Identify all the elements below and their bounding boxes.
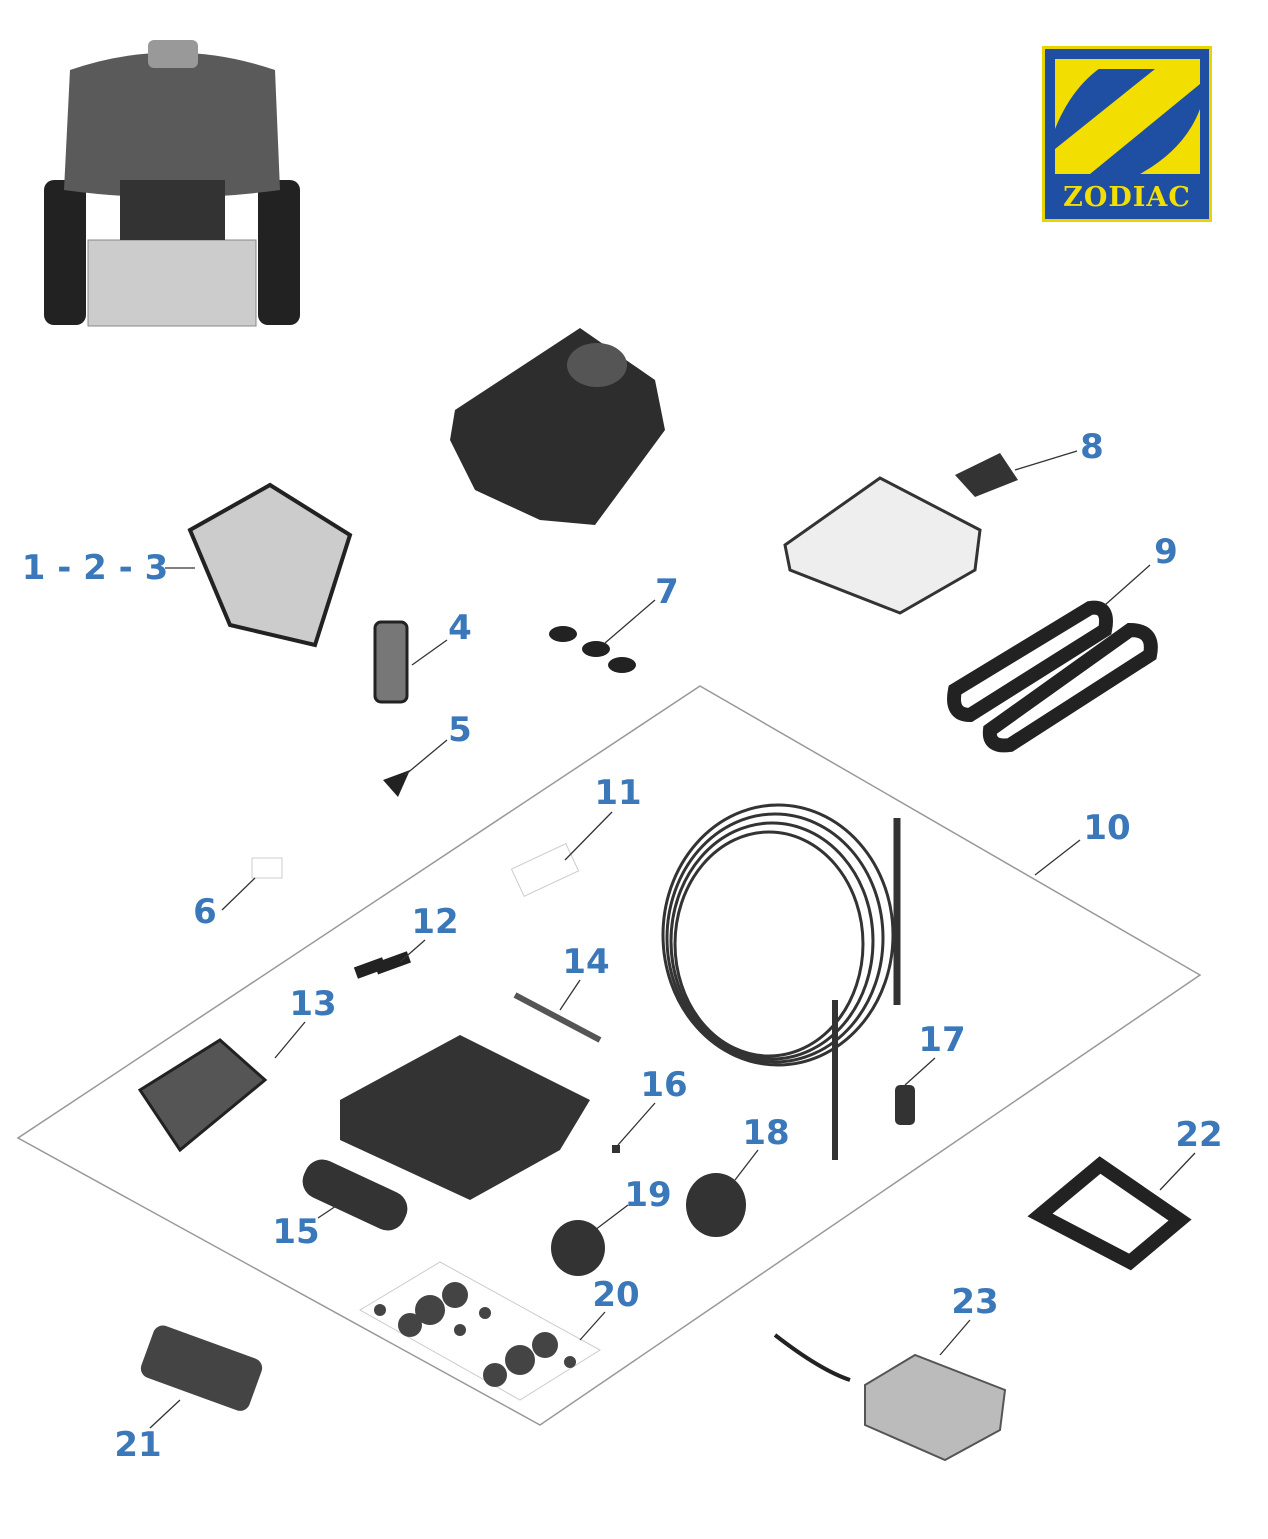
power-supply xyxy=(773,1333,1007,1462)
housing xyxy=(450,328,665,525)
callout-1-2-3: 1 - 2 - 3 xyxy=(21,548,169,588)
filter-basket xyxy=(187,482,353,648)
plugs xyxy=(549,626,636,673)
side-guards xyxy=(137,1038,268,1153)
latch xyxy=(955,453,1018,497)
screws xyxy=(251,857,283,879)
brush xyxy=(140,1325,263,1411)
logo-text: ZODIAC xyxy=(1063,182,1191,213)
callout-6: 6 xyxy=(193,892,217,932)
impeller-cartridge xyxy=(373,620,409,704)
tracks xyxy=(947,600,1158,753)
zodiac-logo: ZODIAC xyxy=(1042,46,1212,222)
propeller xyxy=(383,770,410,797)
wheel xyxy=(686,1173,746,1237)
clips xyxy=(353,951,411,979)
callout-21: 21 xyxy=(114,1425,162,1465)
callout-9: 9 xyxy=(1154,532,1178,572)
callout-7: 7 xyxy=(655,572,679,612)
callout-15: 15 xyxy=(272,1212,320,1252)
chassis xyxy=(340,1035,590,1200)
leader-lines xyxy=(149,450,1196,1429)
callout-18: 18 xyxy=(742,1113,790,1153)
callout-8: 8 xyxy=(1080,427,1104,467)
swivel xyxy=(895,1085,915,1125)
shaft-rail xyxy=(513,992,602,1043)
kit-outline xyxy=(16,685,1202,1426)
callout-11: 11 xyxy=(594,773,642,813)
wheel-small xyxy=(551,1220,605,1276)
callout-4: 4 xyxy=(448,608,472,648)
callout-16: 16 xyxy=(640,1065,688,1105)
lid xyxy=(783,476,982,615)
callout-5: 5 xyxy=(448,710,472,750)
callout-14: 14 xyxy=(562,942,610,982)
callout-23: 23 xyxy=(951,1282,999,1322)
logo-z-mark xyxy=(1055,59,1200,174)
pin xyxy=(612,1145,620,1153)
callout-13: 13 xyxy=(289,984,337,1024)
callout-12: 12 xyxy=(411,902,459,942)
robot-thumbnail xyxy=(44,40,300,327)
callout-22: 22 xyxy=(1175,1115,1223,1155)
gear-set xyxy=(359,1261,601,1401)
callout-20: 20 xyxy=(592,1275,640,1315)
callout-17: 17 xyxy=(918,1020,966,1060)
cable-coil xyxy=(661,803,895,1067)
callout-10: 10 xyxy=(1083,808,1131,848)
screw-kit xyxy=(510,843,580,897)
drive-roller xyxy=(302,1159,408,1231)
callout-19: 19 xyxy=(624,1175,672,1215)
carry-handle xyxy=(1027,1156,1192,1271)
